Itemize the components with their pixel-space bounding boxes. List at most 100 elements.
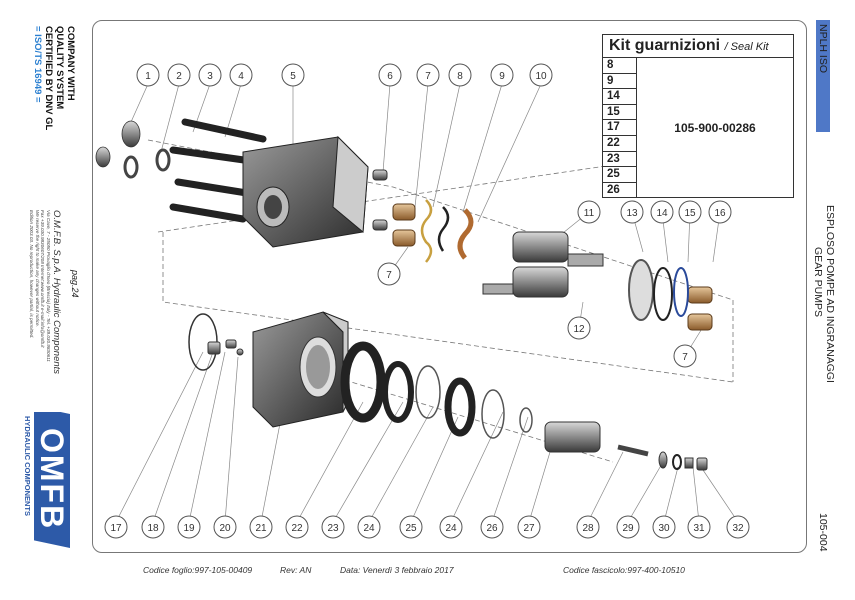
svg-text:4: 4: [238, 71, 244, 82]
callout-23: 23: [321, 515, 345, 539]
document-number: 105-004: [817, 513, 829, 552]
svg-text:16: 16: [714, 208, 726, 219]
flange-part-21: [252, 311, 349, 428]
seal-kit-table: Kit guarnizioni / Seal Kit 8 9 14 15 17 …: [602, 34, 794, 199]
accent-bar: [816, 20, 830, 132]
svg-text:26: 26: [486, 523, 498, 534]
document-title: ESPLOSO POMPE AD INGRANAGGI GEAR PUMPS: [812, 205, 836, 383]
callout-31: 31: [687, 515, 711, 539]
callout-28: 28: [576, 515, 600, 539]
callout-7: 7: [416, 63, 440, 87]
callout-11: 11: [577, 200, 601, 224]
seal-kit-item: 17: [603, 120, 636, 136]
certification-block: COMPANY WITH QUALITY SYSTEM CERTIFIED BY…: [32, 26, 76, 130]
cert-line: CERTIFIED BY DNV GL: [43, 26, 54, 131]
svg-text:7: 7: [682, 352, 688, 363]
svg-text:31: 31: [693, 523, 705, 534]
svg-text:3: 3: [207, 71, 213, 82]
model-code: NPLH ISO: [817, 24, 829, 74]
small-parts-18-20: [207, 339, 244, 356]
seal-kit-item: 14: [603, 89, 636, 105]
seal-kit-subtitle: / Seal Kit: [724, 41, 769, 53]
svg-text:9: 9: [499, 71, 505, 82]
callout-2: 2: [167, 63, 191, 87]
plug-cap-part-1: [95, 120, 141, 168]
screw-washer-parts-28-32: [617, 444, 708, 471]
callout-4: 4: [229, 63, 253, 87]
callout-7-left: 7: [377, 262, 401, 286]
callout-8: 8: [448, 63, 472, 87]
page-number: pag.24: [70, 270, 80, 298]
callout-20: 20: [213, 515, 237, 539]
company-fine-4: Edition 2003.03. No reproduction, howeve…: [29, 210, 35, 339]
callout-9: 9: [490, 63, 514, 87]
svg-text:2: 2: [176, 71, 182, 82]
seal-kit-item: 8: [603, 58, 636, 74]
shaft-part-27: [544, 421, 601, 453]
callout-5: 5: [281, 63, 305, 87]
svg-text:29: 29: [622, 523, 634, 534]
svg-text:11: 11: [584, 208, 595, 219]
svg-text:1: 1: [145, 71, 151, 82]
seals-parts-8-10: [420, 199, 474, 263]
left-column: COMPANY WITH QUALITY SYSTEM CERTIFIED BY…: [0, 0, 90, 600]
svg-text:24: 24: [363, 523, 375, 534]
pump-body-part-5: [242, 135, 369, 248]
svg-text:7: 7: [425, 71, 431, 82]
callouts-bottom: 17 18 19 20 21 22 23 24 25 24 26 27 28 2…: [104, 515, 750, 539]
svg-text:10: 10: [535, 71, 547, 82]
callout-13: 13: [620, 200, 644, 224]
svg-text:7: 7: [386, 270, 392, 281]
seal-kit-code: 105-900-00286: [674, 120, 756, 135]
callout-3: 3: [198, 63, 222, 87]
callout-21: 21: [249, 515, 273, 539]
dowel-pins-part-6: [372, 169, 388, 231]
callout-27: 27: [517, 515, 541, 539]
callout-17: 17: [104, 515, 128, 539]
svg-text:25: 25: [405, 523, 417, 534]
svg-text:24: 24: [445, 523, 457, 534]
svg-text:20: 20: [219, 523, 231, 534]
o-ring-part-2: [123, 148, 171, 179]
callout-19: 19: [177, 515, 201, 539]
callouts-top: 1 2 3 4 5 6 7 8 9 10: [136, 63, 553, 87]
seal-kit-item: 26: [607, 183, 620, 196]
svg-text:18: 18: [147, 523, 159, 534]
cert-line: COMPANY WITH: [65, 26, 76, 101]
seal-kit-item: 23: [603, 152, 636, 168]
callout-24: 24: [357, 515, 381, 539]
cert-iso: = ISO/TS 16949 =: [32, 26, 43, 103]
svg-text:23: 23: [327, 523, 339, 534]
callout-6: 6: [378, 63, 402, 87]
callout-1: 1: [136, 63, 160, 87]
svg-text:14: 14: [656, 208, 668, 219]
callout-26: 26: [480, 515, 504, 539]
callout-12: 12: [567, 316, 591, 340]
seal-kit-item: 25: [603, 167, 636, 183]
callout-22: 22: [285, 515, 309, 539]
revision: Rev: AN: [280, 565, 312, 575]
svg-text:22: 22: [291, 523, 303, 534]
plate-seals-parts-13-15: [628, 259, 689, 321]
svg-text:12: 12: [573, 324, 585, 335]
bushings-part-7: [392, 203, 713, 331]
callout-30: 30: [652, 515, 676, 539]
svg-text:8: 8: [457, 71, 463, 82]
lip-seals-parts-22-25: [340, 341, 533, 439]
svg-text:19: 19: [183, 523, 195, 534]
callout-10: 10: [529, 63, 553, 87]
svg-text:6: 6: [387, 71, 393, 82]
gears-parts-11-12: [482, 231, 604, 298]
logo-subtitle: HYDRAULIC COMPONENTS: [23, 416, 32, 516]
callouts-middle: 11 13 14 15 16 12 7 7: [377, 200, 732, 368]
omfb-logo: OMFB HYDRAULIC COMPONENTS: [22, 406, 74, 550]
company-name: O.M.F.B. S.p.A. Hydraulic Components: [51, 210, 62, 375]
svg-text:17: 17: [110, 523, 122, 534]
seal-kit-item: 15: [603, 105, 636, 121]
sheet-code: Codice foglio:997-105-00409: [143, 565, 253, 575]
svg-text:21: 21: [255, 523, 267, 534]
callout-18: 18: [141, 515, 165, 539]
svg-text:28: 28: [582, 523, 594, 534]
date: Data: Venerdì 3 febbraio 2017: [340, 565, 454, 575]
seal-kit-item: 22: [603, 136, 636, 152]
